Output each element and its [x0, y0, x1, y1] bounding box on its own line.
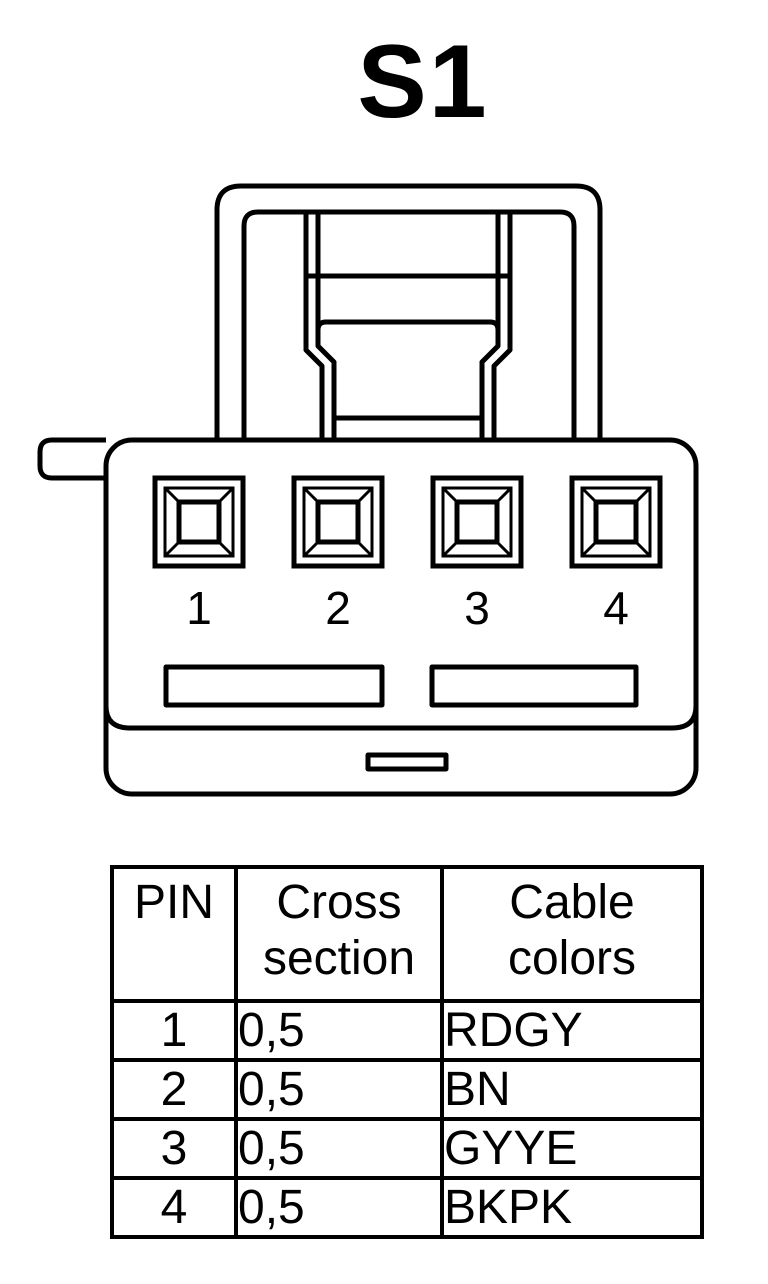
latch-tongue: [303, 212, 325, 440]
pin-label-1: 1: [186, 582, 212, 634]
keying-slot-left: [163, 664, 385, 708]
pin-cavity-4: [569, 475, 663, 569]
pin-assignment-table: PIN Cross section Cable colors 1 0,5 RDG…: [110, 865, 704, 1239]
pin-cavity-1: [152, 475, 246, 569]
connector-drawing: 1 2 3 4: [37, 183, 699, 797]
header-pin: PIN: [110, 865, 238, 1003]
latch-outer: [214, 183, 603, 440]
header-pin-label: PIN: [133, 876, 214, 929]
row-cable-color: BN: [440, 1058, 704, 1121]
row-cable-color: RDGY: [440, 999, 704, 1062]
row-cable-color: GYYE: [440, 1117, 704, 1180]
row-cross-section: 0,5: [234, 999, 444, 1062]
connector-title: S1: [357, 24, 489, 140]
header-cross-line2: section: [262, 932, 416, 985]
table-row: 4 0,5 BKPK: [110, 1176, 704, 1239]
header-color-line2: colors: [507, 932, 637, 985]
header-cross-line1: Cross: [276, 876, 402, 929]
header-cable-colors: Cable colors: [440, 865, 704, 1003]
table-row: 3 0,5 GYYE: [110, 1117, 704, 1180]
table-row: 1 0,5 RDGY: [110, 999, 704, 1062]
row-pin: 2: [110, 1058, 238, 1121]
table-header-row: PIN Cross section Cable colors: [110, 865, 704, 1003]
bottom-slot: [365, 752, 449, 772]
pin-label-2: 2: [325, 582, 351, 634]
pin-label-4: 4: [603, 582, 629, 634]
row-pin: 1: [110, 999, 238, 1062]
row-pin: 4: [110, 1176, 238, 1239]
row-cable-color: BKPK: [440, 1176, 704, 1239]
header-cross-section: Cross section: [234, 865, 444, 1003]
latch-inner: [241, 209, 577, 440]
row-cross-section: 0,5: [234, 1058, 444, 1121]
keying-slot-right: [429, 664, 639, 708]
row-cross-section: 0,5: [234, 1176, 444, 1239]
pin-label-3: 3: [464, 582, 490, 634]
header-color-line1: Cable: [509, 876, 635, 929]
row-cross-section: 0,5: [234, 1117, 444, 1180]
row-pin: 3: [110, 1117, 238, 1180]
table-row: 2 0,5 BN: [110, 1058, 704, 1121]
pin-cavity-3: [430, 475, 524, 569]
pin-cavity-2: [291, 475, 385, 569]
side-tab: [37, 437, 106, 481]
